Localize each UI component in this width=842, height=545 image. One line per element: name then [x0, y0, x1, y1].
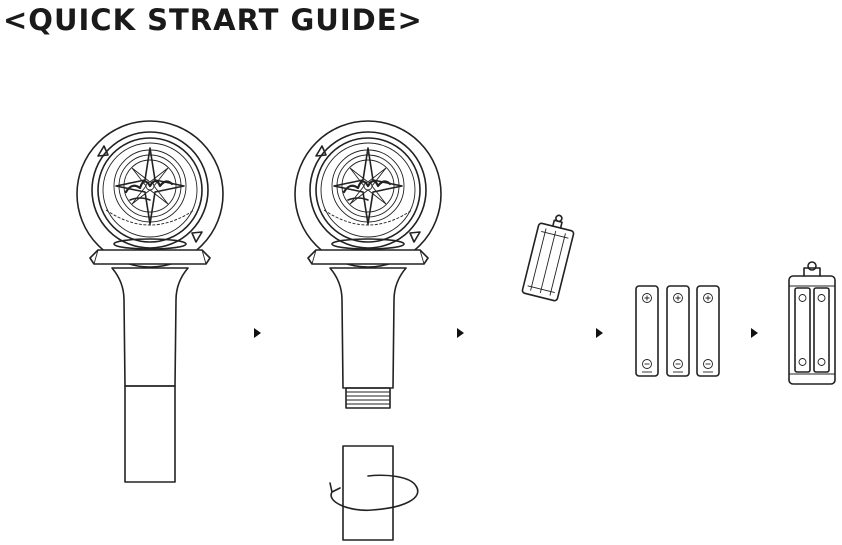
arrow-right-icon: [596, 328, 603, 338]
detached-handle-cap: [342, 445, 394, 541]
arrow-right-icon: [254, 328, 261, 338]
battery-icon: [635, 285, 659, 377]
arrow-right-icon: [751, 328, 758, 338]
step-insert-batteries: [635, 285, 720, 377]
battery-icon: [696, 285, 720, 377]
arrow-right-icon: [457, 328, 464, 338]
page-title: <QUICK STRART GUIDE>: [3, 3, 423, 37]
step-remove-handle-cap: [293, 119, 443, 541]
handle-cap: [124, 385, 176, 483]
rotate-arrow-icon: [330, 474, 419, 512]
step-loaded-battery-holder: [788, 261, 836, 385]
battery-icon: [666, 285, 690, 377]
step-assembled-lightstick: [75, 119, 225, 483]
step-battery-holder: [521, 214, 575, 302]
